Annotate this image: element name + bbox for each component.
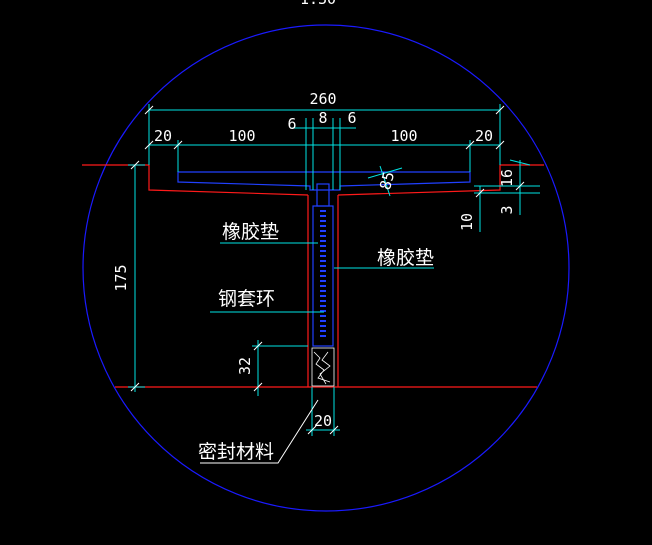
dim-gap-left: 6 — [287, 115, 296, 133]
bottom-width-dimension — [306, 387, 340, 436]
height-32-dimension — [252, 340, 308, 396]
sealing-material-fill — [311, 347, 335, 387]
dim-center: 8 — [318, 109, 327, 127]
dim-side-slope: 85 — [376, 170, 398, 192]
concrete-outline — [82, 164, 544, 388]
label-sealing-material: 密封材料 — [198, 441, 274, 463]
top-dimensions — [144, 104, 505, 190]
dim-side-3: 3 — [498, 205, 516, 214]
dim-total-width: 260 — [309, 90, 336, 108]
dim-right-span: 100 — [390, 127, 417, 145]
scale-label: 1:30 — [300, 0, 336, 8]
dim-side-16: 16 — [498, 169, 516, 187]
dim-height-32: 32 — [236, 357, 254, 375]
label-steel-ring: 钢套环 — [218, 288, 275, 310]
dim-bottom-width: 20 — [314, 412, 332, 430]
label-rubber-pad-left: 橡胶垫 — [222, 221, 279, 243]
label-leaders — [200, 242, 434, 464]
label-rubber-pad-right: 橡胶垫 — [377, 247, 434, 269]
right-side-dimensions — [367, 159, 540, 232]
dim-height-175: 175 — [112, 264, 130, 291]
dim-gap-right: 6 — [347, 109, 356, 127]
dim-right-edge: 20 — [475, 127, 493, 145]
height-175-dimension — [128, 160, 145, 392]
dim-side-10: 10 — [458, 213, 476, 231]
dim-left-span: 100 — [228, 127, 255, 145]
detail-circle — [82, 24, 570, 512]
dim-left-edge: 20 — [154, 127, 172, 145]
